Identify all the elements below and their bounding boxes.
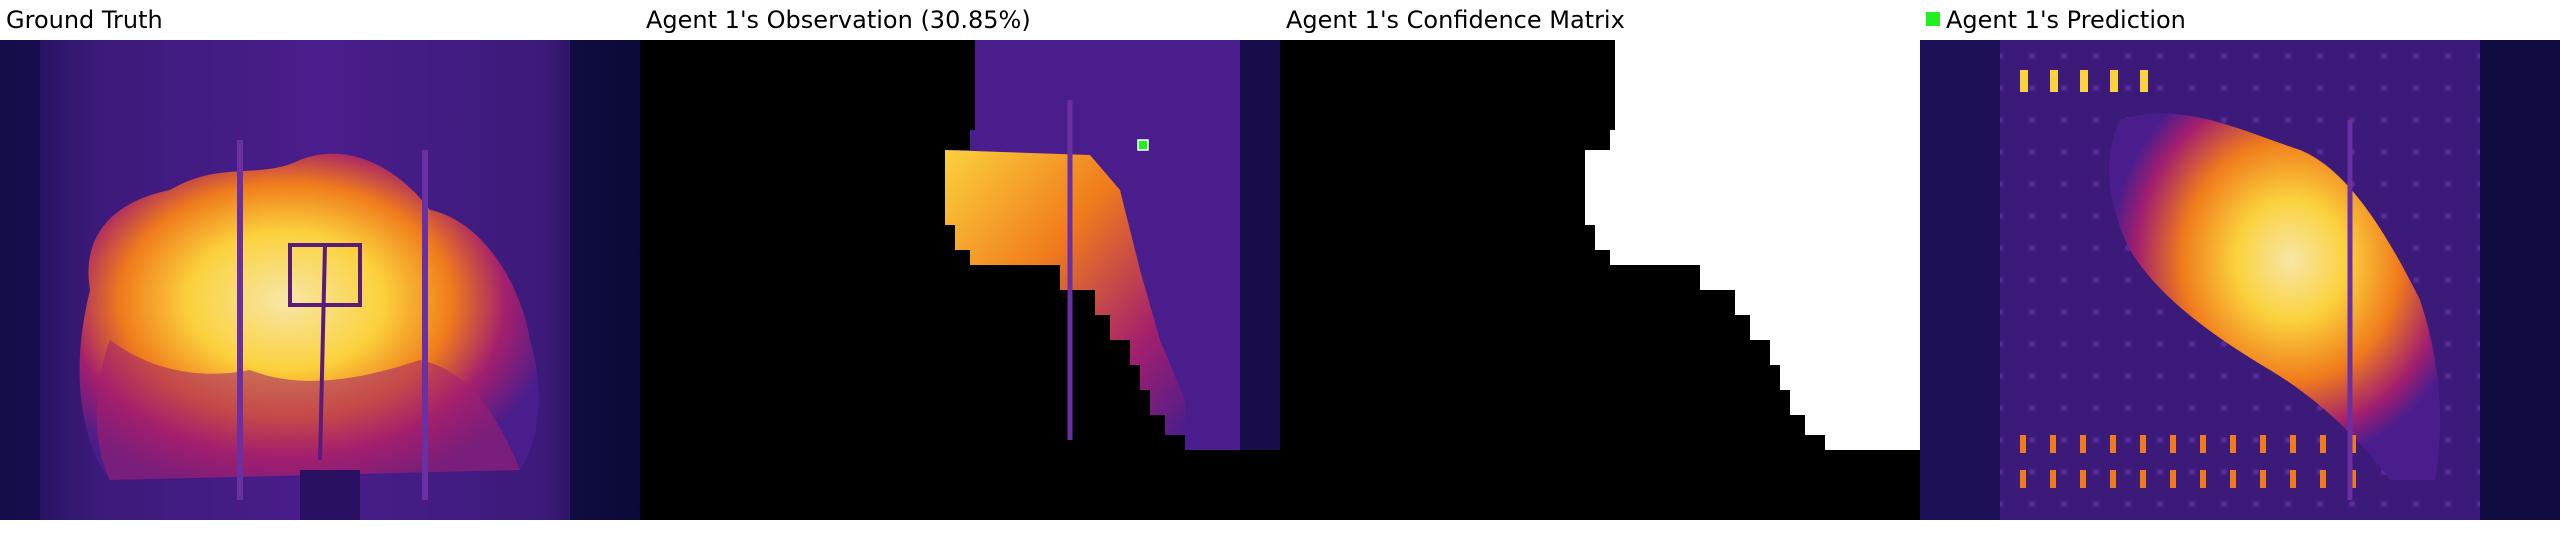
prediction-panel: Agent 1's Prediction bbox=[1920, 0, 2560, 520]
prediction-title-text: Agent 1's Prediction bbox=[1946, 6, 2186, 34]
prediction-title: Agent 1's Prediction bbox=[1926, 2, 2186, 38]
prediction-image bbox=[1920, 40, 2560, 520]
ground-truth-title: Ground Truth bbox=[6, 6, 163, 34]
observation-panel: Agent 1's Observation (30.85%) bbox=[640, 0, 1280, 520]
observation-image bbox=[640, 40, 1280, 520]
agent-legend-marker bbox=[1926, 12, 1940, 26]
observation-title: Agent 1's Observation (30.85%) bbox=[646, 6, 1031, 34]
ground-truth-image bbox=[0, 40, 640, 520]
agent-position-marker bbox=[1137, 139, 1149, 151]
ground-truth-panel: Ground Truth bbox=[0, 0, 640, 520]
confidence-title: Agent 1's Confidence Matrix bbox=[1286, 6, 1625, 34]
confidence-image bbox=[1280, 40, 1920, 520]
confidence-panel: Agent 1's Confidence Matrix bbox=[1280, 0, 1920, 520]
